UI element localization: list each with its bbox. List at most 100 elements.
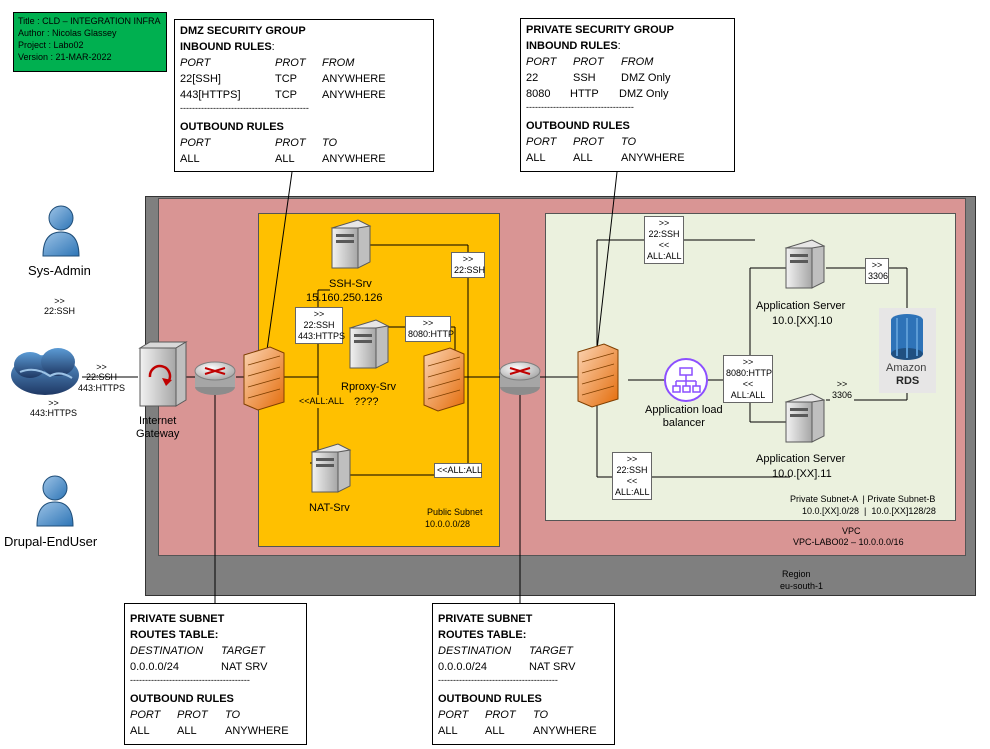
region-name: eu-south-1	[780, 581, 824, 591]
dmz-o-port: PORT	[180, 137, 211, 149]
rl-title: PRIVATE SUBNET	[130, 613, 225, 625]
title-text: Title : CLD – INTEGRATION INFRA	[18, 16, 161, 26]
https-in-label: >> 443:HTTPS	[30, 398, 78, 419]
rl-target: NAT SRV	[221, 661, 268, 673]
rl-o-port: PORT	[130, 709, 161, 721]
priv-separator: ------------------------------------	[526, 102, 634, 112]
rl-separator: ----------------------------------------	[130, 675, 250, 685]
dmz-sg-inbound: INBOUND RULES	[180, 41, 272, 53]
priv-sg-inbound: INBOUND RULES	[526, 40, 618, 52]
rr-o1-prot: ALL	[485, 725, 505, 737]
rl-outbound: OUTBOUND RULES	[130, 693, 234, 705]
priv-r2-port: 8080	[526, 88, 551, 100]
private-security-group-card: PRIVATE SECURITY GROUP INBOUND RULES: PO…	[520, 18, 735, 172]
dmz-o1-port: ALL	[180, 153, 200, 165]
rds-label: RDS	[896, 375, 920, 387]
rl-o-to: TO	[225, 709, 241, 721]
public-subnet-cidr: 10.0.0.0/28	[425, 519, 471, 529]
dmz-h-prot: PROT	[275, 57, 306, 69]
dmz-separator: ----------------------------------------…	[180, 103, 309, 113]
dmz-h-from: FROM	[322, 57, 355, 69]
priv-sg-colon: :	[617, 40, 621, 52]
private-subnets-label: Private Subnet-A | Private Subnet-B	[790, 494, 936, 504]
rl-h-target: TARGET	[221, 645, 265, 657]
rl-routes: ROUTES TABLE:	[130, 629, 219, 641]
dmz-sg-title: DMZ SECURITY GROUP	[180, 25, 306, 37]
priv-sg-title: PRIVATE SECURITY GROUP	[526, 24, 674, 36]
rr-o1-port: ALL	[438, 725, 458, 737]
priv-r1-port: 22	[526, 72, 539, 84]
dmz-r2-port: 443[HTTPS]	[180, 89, 241, 101]
project-text: Project : Labo02	[18, 40, 84, 50]
nat-back-label: <<ALL:ALL	[434, 463, 482, 478]
rl-o1-port: ALL	[130, 725, 150, 737]
alb-http-label: >> 8080:HTTP << ALL:ALL	[723, 355, 773, 403]
ssh-srv-name: SSH-Srv	[329, 278, 372, 290]
rl-dest: 0.0.0.0/24	[130, 661, 179, 673]
priv-h-from: FROM	[621, 56, 654, 68]
dmz-o1-prot: ALL	[275, 153, 295, 165]
enduser-label: Drupal-EndUser	[4, 534, 98, 549]
rl-h-dest: DESTINATION	[130, 645, 204, 657]
dmz-o1-to: ANYWHERE	[322, 153, 386, 165]
rl-o1-prot: ALL	[177, 725, 197, 737]
db-bottom-label: >> 3306	[830, 378, 854, 402]
internet-gateway-label: Internet Gateway	[136, 415, 180, 440]
ssh-srv-ip: 15.160.250.126	[306, 292, 383, 304]
vpc-name: VPC-LABO02 – 10.0.0.0/16	[793, 537, 904, 547]
proxy-out-label: >> 8080:HTTP	[405, 316, 454, 342]
dmz-sg-colon: :	[271, 41, 275, 53]
priv-o1-port: ALL	[526, 152, 546, 164]
dmz-r2-from: ANYWHERE	[322, 89, 386, 101]
priv-r1-from: DMZ Only	[621, 72, 671, 84]
dmz-r1-from: ANYWHERE	[322, 73, 386, 85]
priv-ssh-top-label: >> 22:SSH << ALL:ALL	[644, 216, 684, 264]
alb-name: Application load balancer	[645, 404, 723, 429]
rr-h-dest: DESTINATION	[438, 645, 512, 657]
author-text: Author : Nicolas Glassey	[18, 28, 117, 38]
rl-o1-to: ANYWHERE	[225, 725, 289, 737]
rr-outbound: OUTBOUND RULES	[438, 693, 542, 705]
version-text: Version : 21-MAR-2022	[18, 52, 112, 62]
rr-routes: ROUTES TABLE:	[438, 629, 527, 641]
dmz-in-label: >> 22:SSH 443:HTTPS	[295, 307, 345, 344]
rds-brand: Amazon	[886, 362, 927, 374]
priv-ssh-bottom-label: >> 22:SSH << ALL:ALL	[612, 452, 652, 500]
priv-outbound: OUTBOUND RULES	[526, 120, 630, 132]
priv-o-to: TO	[621, 136, 637, 148]
routes-table-left-card: PRIVATE SUBNET ROUTES TABLE: DESTINATION…	[124, 603, 307, 745]
app1-ip: 10.0.[XX].10	[772, 315, 833, 327]
rr-o-prot: PROT	[485, 709, 516, 721]
rr-separator: ----------------------------------------	[438, 675, 558, 685]
priv-o-port: PORT	[526, 136, 557, 148]
ssh-in-label: >> 22:SSH	[44, 296, 76, 317]
priv-h-prot: PROT	[573, 56, 604, 68]
title-block: Title : CLD – INTEGRATION INFRA Author :…	[13, 12, 167, 72]
nat-srv-name: NAT-Srv	[309, 502, 350, 514]
rr-dest: 0.0.0.0/24	[438, 661, 487, 673]
vpc-label: VPC	[842, 526, 861, 536]
app1-name: Application Server	[756, 300, 846, 312]
rr-target: NAT SRV	[529, 661, 576, 673]
dmz-r2-prot: TCP	[275, 89, 297, 101]
dmz-outbound: OUTBOUND RULES	[180, 121, 284, 133]
priv-o1-to: ANYWHERE	[621, 152, 685, 164]
all-back-label: <<ALL:ALL	[297, 395, 345, 408]
priv-o-prot: PROT	[573, 136, 604, 148]
region-label: Region	[782, 569, 811, 579]
priv-r1-prot: SSH	[573, 72, 596, 84]
app2-name: Application Server	[756, 453, 846, 465]
private-subnets-cidr: 10.0.[XX].0/28 | 10.0.[XX]128/28	[802, 506, 936, 516]
dmz-r1-port: 22[SSH]	[180, 73, 221, 85]
priv-r2-prot: HTTP	[570, 88, 599, 100]
rproxy-ip: ????	[354, 396, 379, 408]
rproxy-name: Rproxy-Srv	[341, 381, 397, 393]
rr-o-to: TO	[533, 709, 549, 721]
dmz-o-to: TO	[322, 137, 338, 149]
priv-o1-prot: ALL	[573, 152, 593, 164]
rr-h-target: TARGET	[529, 645, 573, 657]
priv-h-port: PORT	[526, 56, 557, 68]
dmz-h-port: PORT	[180, 57, 211, 69]
rl-o-prot: PROT	[177, 709, 208, 721]
dmz-security-group-card: DMZ SECURITY GROUP INBOUND RULES: PORT P…	[174, 19, 434, 172]
